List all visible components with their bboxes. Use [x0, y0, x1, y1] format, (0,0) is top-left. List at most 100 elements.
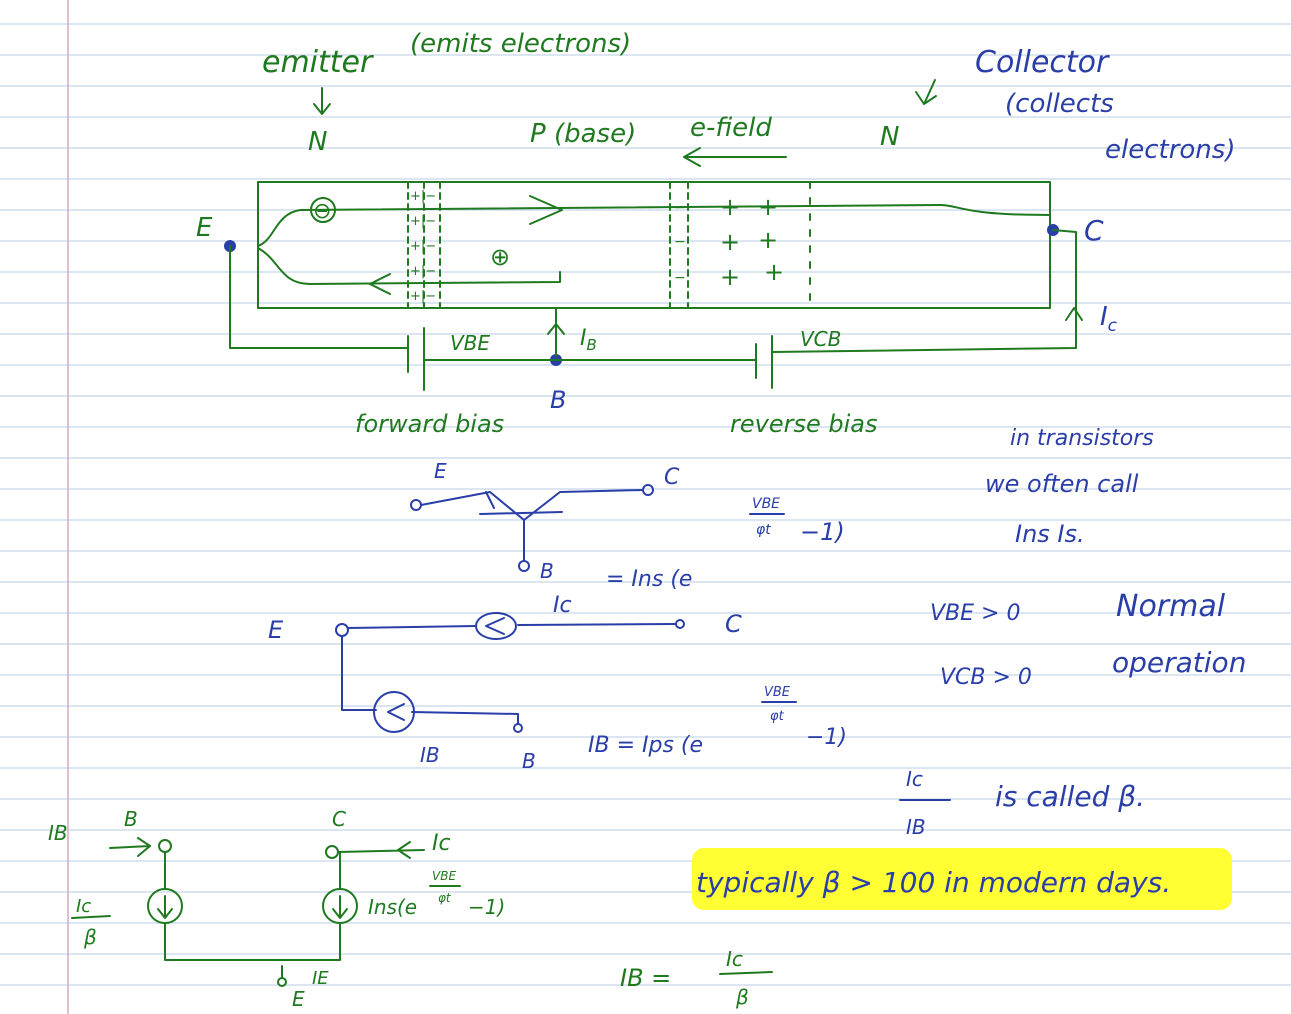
model1-e-node — [335, 623, 349, 637]
model2-wires — [164, 851, 341, 961]
note-line2: we often call — [985, 470, 1139, 498]
symbol-b-label: B — [540, 559, 554, 583]
model2-base-source — [147, 888, 183, 924]
reverse-bias-label: reverse bias — [730, 410, 877, 438]
normal-label: Normal — [1116, 589, 1226, 624]
ratio-top: Ic — [906, 767, 923, 791]
model1-top-wire — [347, 623, 677, 629]
svg-text:−: − — [674, 270, 686, 286]
model2-b-label: B — [124, 807, 138, 831]
ib-eq-bottom: β — [735, 985, 749, 1009]
collector-label: Collector — [975, 45, 1110, 80]
electrons-label: electrons) — [1105, 135, 1235, 165]
model1-b-label: B — [522, 749, 536, 773]
ib-eq-top: Ic — [726, 947, 743, 971]
model1-ib-label: IB — [420, 743, 440, 767]
arrow-right-icon — [109, 837, 151, 857]
efield-arrow-icon — [683, 147, 787, 167]
collector-wire — [771, 229, 1077, 353]
efield-label: e-field — [690, 113, 772, 143]
device-box — [257, 181, 1051, 309]
ib-equation-tail: −1) — [806, 725, 847, 750]
base-b-label: B — [550, 386, 566, 414]
model1-e-label: E — [268, 616, 284, 644]
source-arrow-icon — [157, 895, 173, 919]
ib-eq-left: IB = — [620, 964, 671, 992]
hole-symbol: ⊕ — [490, 243, 510, 271]
collects-label: (collects — [1005, 89, 1114, 119]
model2-ie-label: IE — [312, 968, 329, 989]
ic-label: Ic — [1100, 302, 1118, 336]
c-label: C — [1084, 214, 1104, 247]
svg-text:+|−: +|− — [410, 189, 436, 204]
exponent-bottom: φt — [756, 522, 771, 538]
called-beta: is called β. — [995, 780, 1145, 813]
ins-label: Ins(e — [368, 895, 417, 919]
model1-base-wire — [341, 635, 519, 725]
electron-circle — [310, 197, 336, 223]
model2-c-node — [325, 845, 339, 859]
vbe-label: VBE — [450, 331, 490, 355]
symbol-collector-leg — [479, 489, 644, 521]
n-left-label: N — [308, 127, 327, 157]
source-arrow-icon — [387, 703, 405, 721]
model2-ib-label: IB — [48, 821, 68, 845]
arrow-right-icon — [529, 195, 563, 225]
arrow-down-icon — [313, 87, 331, 115]
cond-vbe: VBE > 0 — [930, 601, 1020, 626]
model2-collector-source — [322, 888, 358, 924]
electron-symbol: ⊖ — [313, 199, 331, 224]
ib-arrow-icon — [547, 323, 565, 335]
model2-e-node — [277, 977, 287, 987]
ins-tail: −1) — [468, 895, 505, 919]
typically-note: typically β > 100 in modern days. — [696, 866, 1171, 899]
svg-text:+: + — [758, 226, 778, 254]
e-label: E — [196, 213, 213, 243]
fraction-bar — [71, 915, 111, 919]
svg-text:+|−: +|− — [410, 289, 436, 304]
ic-arrow-icon — [1065, 307, 1083, 321]
p-base-label: P (base) — [530, 119, 636, 149]
svg-text:+|−: +|− — [410, 239, 436, 254]
emits-electrons-label: (emits electrons) — [410, 29, 631, 59]
model2-c-label: C — [332, 807, 346, 831]
note-line1: in transistors — [1010, 426, 1154, 451]
positive-charges: + + + + + + — [720, 193, 784, 291]
model2-ic-label: Ic — [432, 831, 451, 856]
svg-text:−: − — [674, 234, 686, 250]
forward-bias-label: forward bias — [355, 410, 504, 438]
model1-collector-source — [475, 612, 517, 640]
exponent-top: VBE — [752, 496, 780, 512]
arrow-down-icon — [915, 79, 937, 105]
ratio-bottom: IB — [906, 815, 926, 839]
cond-vcb: VCB > 0 — [940, 665, 1032, 690]
model1-c-node — [675, 619, 685, 629]
np-charges: − − − — [674, 200, 686, 286]
arrow-left-icon — [369, 273, 391, 295]
emitter-label: emitter — [262, 45, 374, 80]
ib-equation: IB = Ips (e — [588, 733, 703, 758]
emitter-wire — [229, 245, 409, 349]
symbol-e-label: E — [434, 459, 447, 483]
exponent-bottom: φt — [770, 709, 785, 724]
source-arrow-icon — [332, 895, 348, 919]
beta-label: β — [83, 925, 97, 949]
svg-text:+|−: +|− — [410, 264, 436, 279]
ic-over-label: Ic — [76, 896, 91, 917]
ruled-lines — [0, 23, 1291, 986]
fraction-bar — [719, 971, 773, 975]
svg-text:+: + — [720, 263, 740, 291]
svg-text:+: + — [720, 228, 740, 256]
model1-ic-label: Ic — [553, 593, 572, 618]
operation-label: operation — [1112, 646, 1246, 679]
ic-equation: = Ins (e — [606, 567, 692, 592]
ib-label: IB — [580, 326, 597, 354]
ic-equation-tail: −1) — [800, 518, 845, 546]
exponent-bottom: φt — [438, 891, 452, 905]
svg-text:+: + — [764, 258, 784, 286]
hole-path — [257, 247, 561, 285]
model1-c-label: C — [725, 610, 742, 638]
model2-b-node — [158, 839, 172, 853]
svg-text:+|−: +|− — [410, 214, 436, 229]
